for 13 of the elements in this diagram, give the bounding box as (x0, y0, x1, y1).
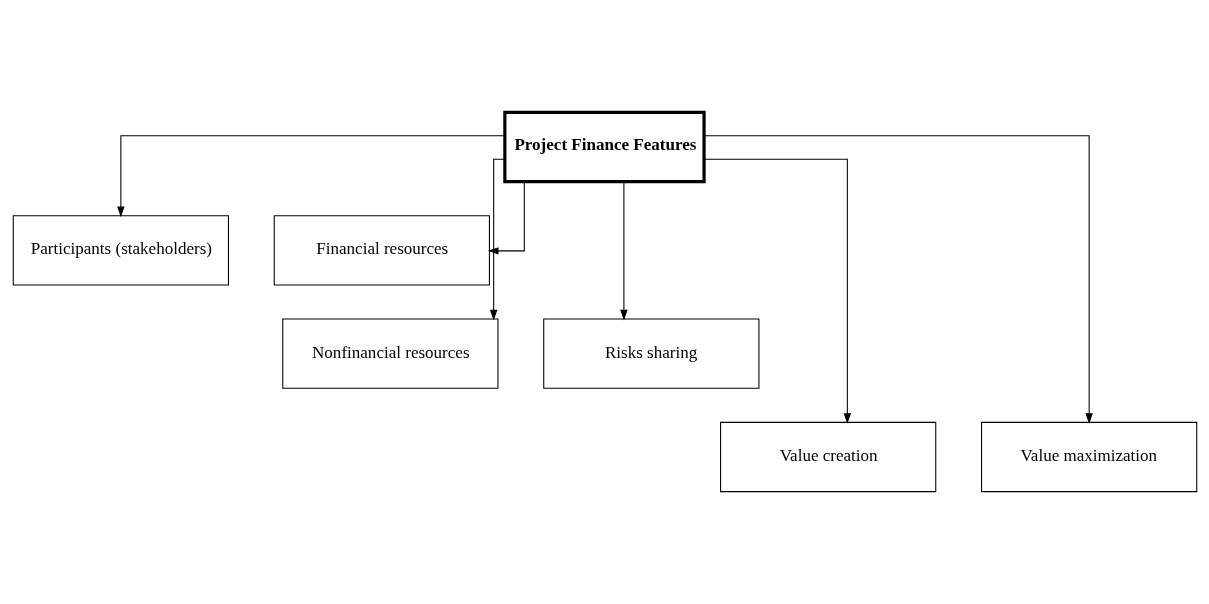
node-box: Value creation (719, 421, 936, 493)
arrow (619, 181, 628, 321)
node-box: Value maximization (980, 421, 1197, 493)
arrow (489, 158, 505, 321)
node-box: Nonfinancial resources (281, 318, 498, 389)
arrow (703, 135, 1093, 424)
node-box: Project Finance Features (502, 110, 706, 184)
node-box: Participants (stakeholders) (12, 215, 229, 286)
arrow (703, 158, 851, 424)
node-box: Risks sharing (542, 318, 759, 389)
node-box: Financial resources (273, 215, 490, 286)
arrow (116, 135, 505, 218)
arrow (487, 181, 525, 255)
